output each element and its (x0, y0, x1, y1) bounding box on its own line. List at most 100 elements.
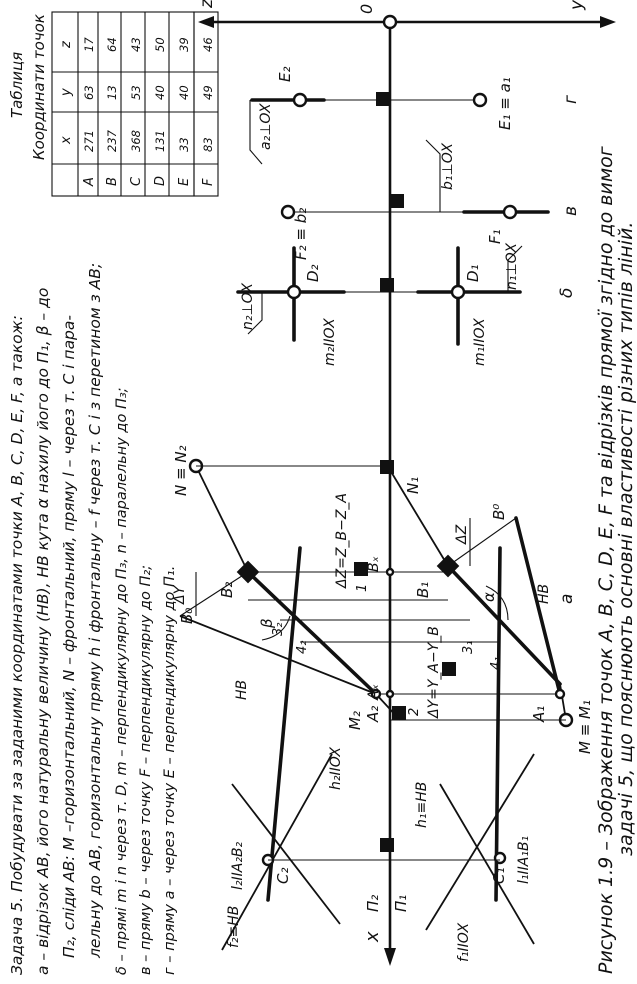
label-h2: h₂IIOX (328, 747, 344, 790)
table-row-e-y: 40 (177, 85, 191, 100)
point-f1 (502, 204, 518, 220)
label-n1: N₁ (404, 477, 422, 494)
table-row-f-z: 46 (201, 37, 215, 52)
point-e2 (292, 92, 308, 108)
table-row-c-y: 53 (129, 85, 143, 100)
table-row-e-z: 39 (177, 37, 191, 52)
p2-label: П₂ (364, 895, 382, 912)
table-row-c-z: 43 (129, 37, 143, 52)
label-dz-eq: ΔZ=Z_B−Z_A (334, 493, 350, 589)
label-b1: B₁ (414, 582, 432, 598)
label-b0-upper: B⁰ (490, 504, 508, 520)
z-axis-label: z (197, 0, 217, 9)
label-b2: B₂ (218, 582, 236, 598)
table-row-b-z: 64 (105, 37, 119, 52)
label-f2: F₂ ≡ b₂ (292, 208, 310, 260)
label-f1: F₁ (486, 229, 504, 244)
table-row-c-x: 368 (129, 130, 143, 152)
point-a1 (554, 688, 566, 700)
sub-label-g: г (561, 95, 581, 104)
table-row-b-y: 13 (105, 85, 119, 100)
label-c1: C₁ (490, 868, 508, 885)
label-1: 1 (355, 584, 370, 592)
figure-caption: Рисунок 1.9 – Зображення точок A, B, C, … (595, 145, 637, 974)
y-axis-label: y (567, 0, 587, 11)
label-hv-bottom: HB (536, 584, 552, 604)
point-e1 (472, 92, 488, 108)
task-line-3: П₂, сліди AB: M –горизонтальний, N – фро… (60, 315, 78, 958)
label-alpha: α (480, 592, 498, 602)
table-row-a-y: 63 (82, 85, 96, 100)
sub-label-a: а (557, 594, 577, 604)
label-l1: l₁IIA₁B₁ (516, 836, 532, 884)
task-line-1: Задача 5. Побудувати за заданими координ… (8, 315, 26, 975)
table-row-a-name: A (82, 177, 97, 187)
label-beta: β (258, 618, 276, 629)
sub-label-delta: δ (557, 288, 577, 298)
table-subtitle: Координати точок (30, 14, 48, 160)
table-title: Таблиця (8, 52, 26, 118)
label-dy-eq: ΔY=Y_A−Y_B (426, 626, 442, 719)
task-line-6: в – пряму b – через точку F – перпендику… (138, 565, 154, 975)
p1-label: П₁ (392, 895, 410, 912)
label-2: 2 (407, 708, 422, 716)
tick-square (442, 662, 456, 676)
point-c1 (493, 851, 507, 865)
label-e2: E₂ (276, 67, 294, 83)
x-axis-label: x (362, 931, 383, 943)
tick-square (380, 838, 394, 852)
label-dy: ΔY (172, 584, 188, 605)
label-n1: n₁⊥OX (504, 243, 520, 290)
label-n: N ≡ N₂ (172, 445, 190, 496)
label-d1: D₁ (464, 264, 482, 282)
table-row-b-name: B (105, 177, 120, 186)
tick-square (392, 706, 406, 720)
table-row-d-z: 50 (153, 37, 167, 52)
label-n2: n₂⊥OX (240, 283, 256, 330)
epure-drawing: z 0 y x П₂ П₁ E₂ E₁ ≡ a₁ a₂⊥OX г F₂ ≡ b₂… (172, 0, 616, 966)
label-c2: C₂ (274, 868, 292, 885)
label-a2: a₂⊥OX (258, 103, 274, 150)
task-text: Задача 5. Побудувати за заданими координ… (8, 263, 178, 975)
tick-square (380, 278, 394, 292)
label-3-1: 3₁ (461, 641, 476, 654)
label-bx: Bₓ (366, 556, 382, 572)
label-ax: Aₓ (366, 684, 382, 701)
z-arrow-icon (198, 16, 214, 28)
table-row-b-x: 237 (105, 129, 119, 152)
table-row-d-name: D (153, 176, 168, 186)
coordinates-table: Таблиця Координати точок x y z A 271 63 … (8, 11, 219, 197)
table-row-d-x: 131 (153, 130, 167, 152)
label-d2: D₂ (304, 264, 322, 282)
point-f2 (280, 204, 296, 220)
origin-label: 0 (357, 4, 376, 14)
label-m2: m₂IIOX (322, 318, 338, 366)
table-row-f-name: F (201, 178, 216, 186)
tick-square (390, 194, 404, 208)
ox-arrow-icon (384, 948, 396, 966)
caption-line-2: задачі 5, що пояснюють основні властивос… (615, 222, 637, 856)
point-d2 (286, 284, 302, 300)
table-row-c-name: C (129, 176, 144, 186)
label-e1: E₁ ≡ a₁ (496, 77, 514, 130)
label-b0: B₀ (178, 608, 196, 624)
point-d1 (450, 284, 466, 300)
label-hv-top: HB (234, 680, 250, 700)
table-row-d-y: 40 (153, 85, 167, 100)
origin-point (382, 14, 398, 30)
table-header-y: y (59, 88, 74, 97)
label-f2: f₂≡HB (226, 906, 242, 948)
tick-square (376, 92, 390, 106)
task-line-7: г – пряму a – через точку E – перпендику… (162, 566, 178, 975)
label-l2: l₂IIA₂B₂ (230, 841, 246, 890)
label-3-2: 3₂ (271, 623, 286, 636)
label-a2: A₂ (364, 706, 382, 723)
task-line-5: δ – прямі m і n через т. D, m – перпенди… (114, 387, 130, 975)
sub-label-v: в (561, 206, 581, 216)
table-row-f-x: 83 (201, 137, 215, 152)
label-f1: f₁IIOX (456, 923, 472, 962)
table-header-x: x (59, 136, 74, 145)
table-row-e-x: 33 (177, 137, 191, 152)
